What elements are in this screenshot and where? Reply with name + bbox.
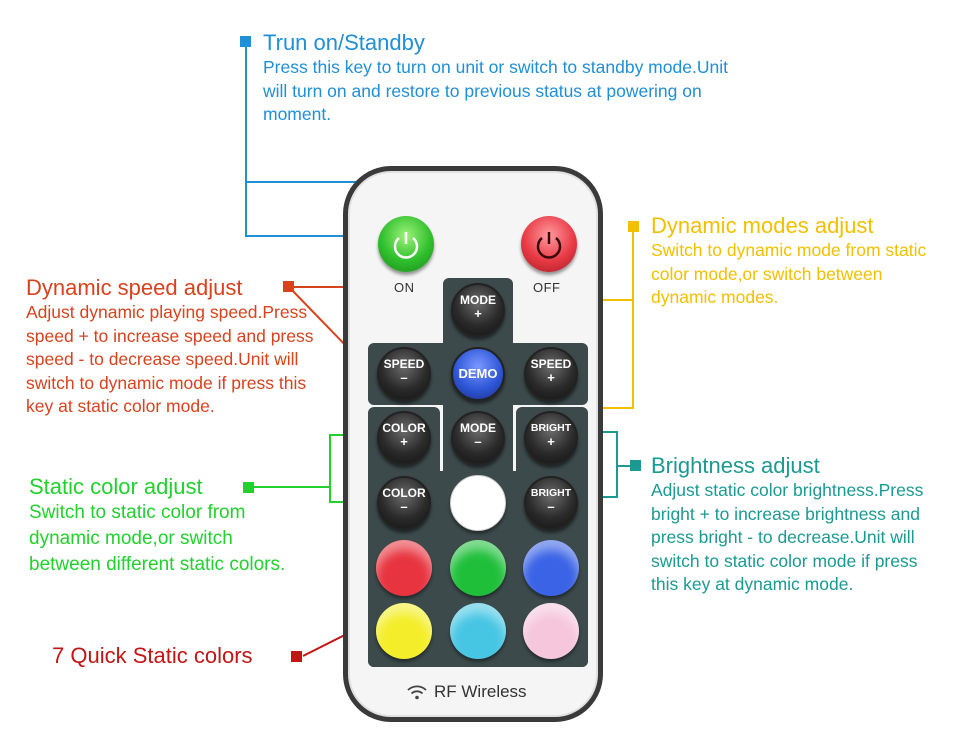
brightness-desc: Adjust static color brightness.Press bri… xyxy=(651,480,924,594)
quick-colors-annotation: 7 Quick Static colors xyxy=(52,643,253,669)
modes-marker xyxy=(628,221,639,232)
speed-plus-button[interactable]: SPEED + xyxy=(524,347,578,401)
brightness-title: Brightness adjust xyxy=(651,453,820,478)
demo-label: DEMO xyxy=(458,366,498,381)
speed-desc: Adjust dynamic playing speed.Press speed… xyxy=(26,302,314,416)
color-minus-sign: – xyxy=(400,499,408,514)
pink-color-button[interactable] xyxy=(523,603,579,659)
static-color-title: Static color adjust xyxy=(29,474,203,499)
remote-control: ON OFF MODE + SPEED – DEMO SPEED + COLOR… xyxy=(343,166,603,722)
color-plus-label: COLOR xyxy=(382,421,426,435)
brand: RF Wireless xyxy=(406,682,527,702)
speed-minus-label: SPEED xyxy=(383,357,425,371)
bright-plus-label: BRIGHT xyxy=(530,422,572,434)
brand-label: RF Wireless xyxy=(434,682,527,701)
speed-minus-sign: – xyxy=(400,370,408,385)
speed-annotation: Dynamic speed adjust Adjust dynamic play… xyxy=(26,275,341,419)
modes-desc: Switch to dynamic mode from static color… xyxy=(651,240,927,307)
bright-plus-sign: + xyxy=(547,434,555,449)
power-marker xyxy=(240,36,251,47)
color-minus-button[interactable]: COLOR – xyxy=(377,476,431,530)
speed-plus-sign: + xyxy=(547,370,555,385)
mode-plus-sign: + xyxy=(474,306,482,321)
modes-title: Dynamic modes adjust xyxy=(651,213,874,238)
power-title: Trun on/Standby xyxy=(263,30,425,55)
color-plus-button[interactable]: COLOR + xyxy=(377,411,431,465)
quick-colors-title: 7 Quick Static colors xyxy=(52,643,253,668)
power-icon xyxy=(536,232,562,259)
speed-minus-button[interactable]: SPEED – xyxy=(377,347,431,401)
color-minus-label: COLOR xyxy=(382,486,426,500)
green-color-button[interactable] xyxy=(450,540,506,596)
brightness-marker xyxy=(630,460,641,471)
static-color-desc: Switch to static color from dynamic mode… xyxy=(29,502,286,575)
mode-plus-label: MODE xyxy=(460,293,496,307)
brightness-annotation: Brightness adjust Adjust static color br… xyxy=(651,453,951,597)
bright-minus-label: BRIGHT xyxy=(530,487,572,499)
static-color-marker xyxy=(243,482,254,493)
bright-minus-button[interactable]: BRIGHT – xyxy=(524,476,578,530)
power-desc: Press this key to turn on unit or switch… xyxy=(263,57,728,124)
power-icon xyxy=(393,232,419,259)
demo-button[interactable]: DEMO xyxy=(451,347,505,401)
off-label: OFF xyxy=(533,280,561,295)
mode-minus-sign: – xyxy=(474,434,482,449)
on-label: ON xyxy=(394,280,415,295)
wireless-icon xyxy=(407,685,427,700)
modes-annotation: Dynamic modes adjust Switch to dynamic m… xyxy=(651,213,951,310)
bright-plus-button[interactable]: BRIGHT + xyxy=(524,411,578,465)
speed-title: Dynamic speed adjust xyxy=(26,275,243,300)
white-color-button[interactable] xyxy=(450,475,506,531)
mode-minus-label: MODE xyxy=(460,421,496,435)
mode-plus-button[interactable]: MODE + xyxy=(451,283,505,337)
mode-minus-button[interactable]: MODE – xyxy=(451,411,505,465)
bright-minus-sign: – xyxy=(547,499,555,514)
blue-color-button[interactable] xyxy=(523,540,579,596)
power-annotation: Trun on/Standby Press this key to turn o… xyxy=(263,30,763,127)
speed-plus-label: SPEED xyxy=(530,357,572,371)
color-plus-sign: + xyxy=(400,434,408,449)
quick-colors-marker xyxy=(291,651,302,662)
red-color-button[interactable] xyxy=(376,540,432,596)
static-color-annotation: Static color adjust Switch to static col… xyxy=(29,474,309,578)
speed-marker xyxy=(283,281,294,292)
cyan-color-button[interactable] xyxy=(450,603,506,659)
on-button[interactable] xyxy=(378,216,434,272)
off-button[interactable] xyxy=(521,216,577,272)
yellow-color-button[interactable] xyxy=(376,603,432,659)
